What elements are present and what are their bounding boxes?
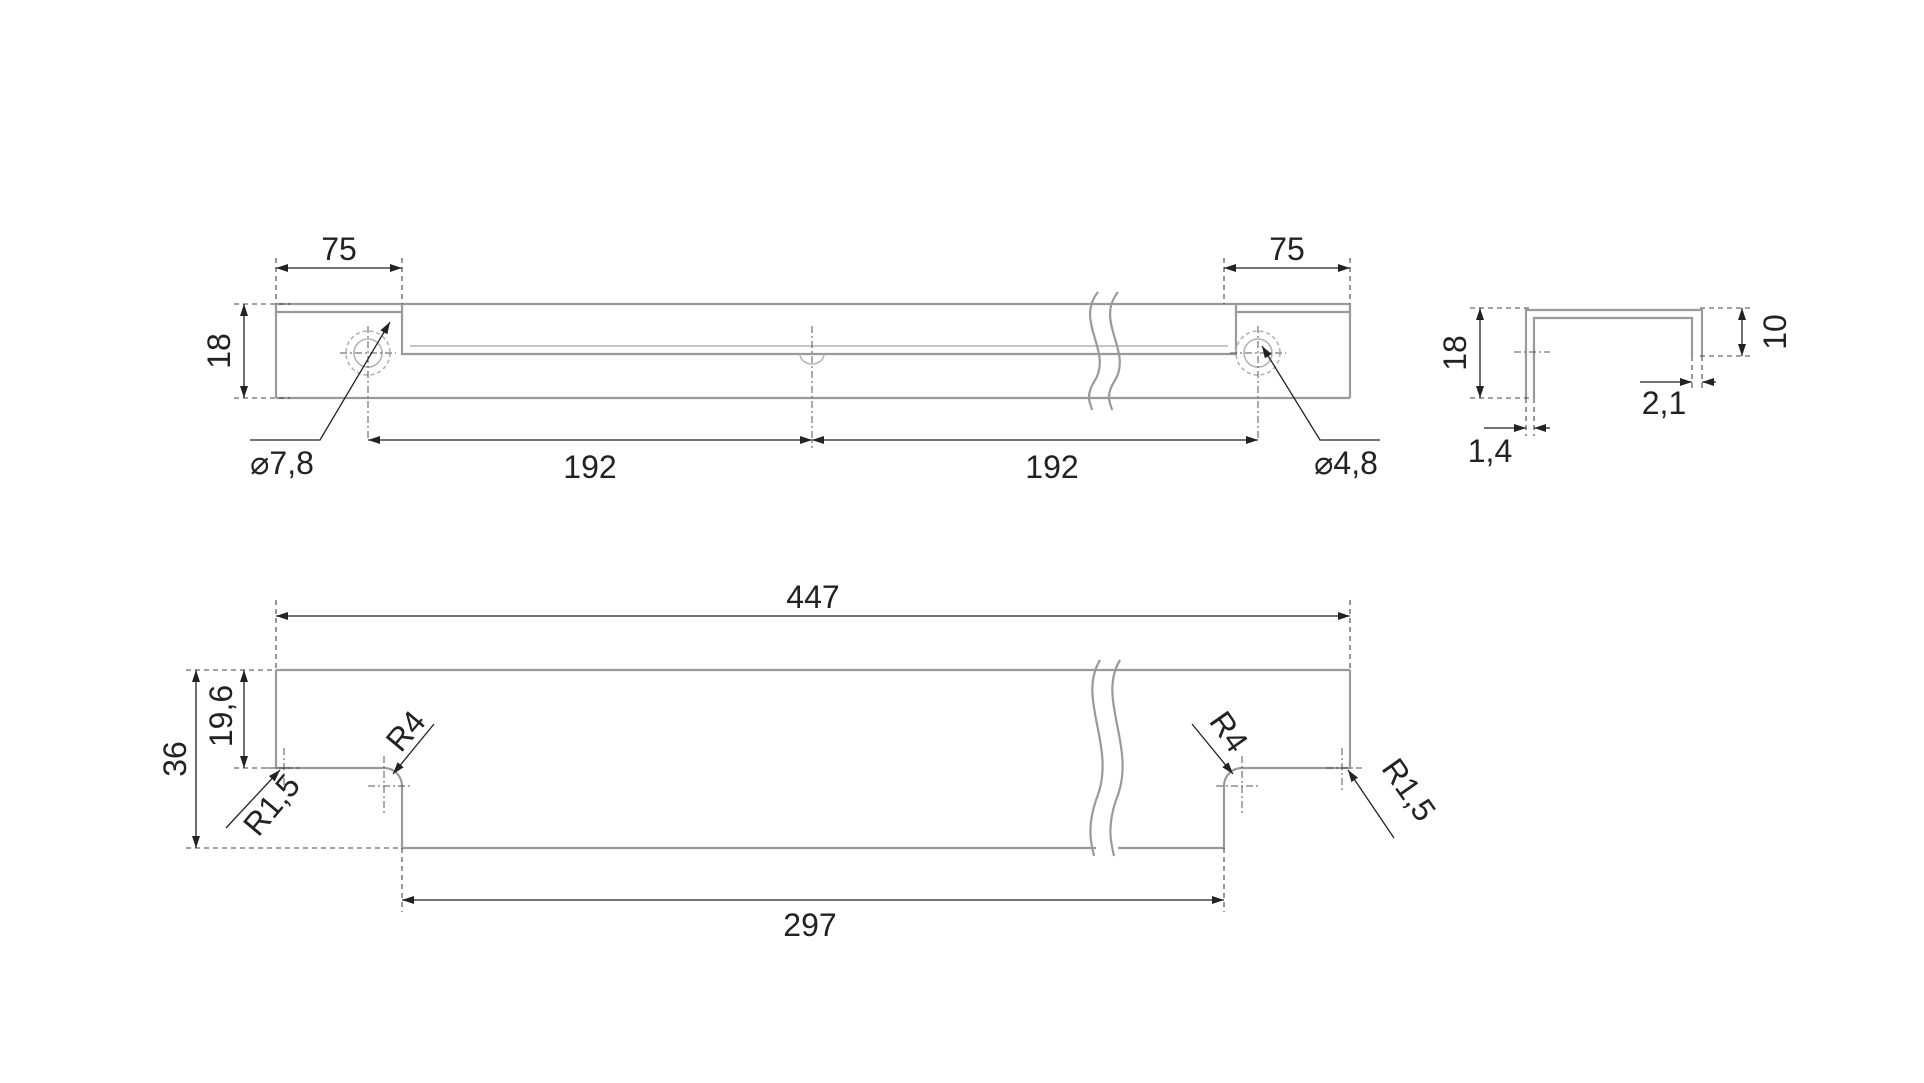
- dim-label: ⌀4,8: [1314, 445, 1378, 481]
- front-view-outline: [274, 668, 1352, 850]
- dim-label: R1,5: [1375, 752, 1443, 828]
- dim-hole-spacing-left: 192: [368, 436, 812, 485]
- dim-label: 75: [1269, 231, 1305, 267]
- dim-label: 10: [1757, 314, 1793, 350]
- dim-top-right-75: 75: [1223, 231, 1351, 304]
- hole-center: [799, 326, 825, 448]
- dim-label: 18: [201, 333, 237, 369]
- dim-label: R4: [1203, 705, 1256, 759]
- dim-radius-left-r1-5: R1,5: [225, 767, 307, 842]
- dim-hole-left-diameter: ⌀7,8: [250, 321, 391, 481]
- dim-bottom-length: 297: [401, 848, 1225, 943]
- dim-label: 18: [1437, 335, 1473, 371]
- dim-label: 19,6: [203, 685, 239, 747]
- dim-radius-left-r4: R4: [379, 704, 435, 775]
- dim-radius-right-r1-5: R1,5: [1347, 752, 1443, 839]
- dim-label: 447: [786, 579, 839, 615]
- dim-top-height-18: 18: [201, 303, 290, 399]
- dim-label: 2,1: [1642, 385, 1686, 421]
- dim-overall-height: 36: [157, 669, 402, 849]
- dim-hole-right-diameter: ⌀4,8: [1261, 345, 1380, 481]
- dim-side-height-10: 10: [1700, 307, 1793, 357]
- hole-left: [340, 326, 396, 440]
- hole-right: [1230, 326, 1286, 440]
- dim-side-height-18: 18: [1437, 307, 1530, 399]
- dim-hole-spacing-right: 192: [812, 436, 1258, 485]
- dim-label: 192: [563, 449, 616, 485]
- dim-top-left-75: 75: [275, 231, 403, 304]
- top-view-outline: [274, 291, 1352, 411]
- dim-label: 192: [1025, 449, 1078, 485]
- front-view: 447 36 19,6 R4 R1,5 R4: [157, 579, 1443, 943]
- dim-label: 36: [157, 741, 193, 777]
- top-view: 75 75 18 ⌀7,8 192 192: [201, 231, 1380, 485]
- side-view-profile: [1524, 308, 1704, 398]
- dim-label: ⌀7,8: [250, 445, 314, 481]
- dim-side-thickness-1-4: 1,4: [1468, 398, 1550, 469]
- dim-label: 1,4: [1468, 433, 1512, 469]
- dim-side-thickness-2-1: 2,1: [1640, 356, 1716, 421]
- dim-label: 75: [321, 231, 357, 267]
- dim-radius-right-r4: R4: [1191, 705, 1256, 775]
- dim-label: R4: [379, 704, 433, 758]
- dim-overall-length: 447: [275, 579, 1351, 670]
- dim-label: 297: [783, 907, 836, 943]
- dim-upper-height: 19,6: [203, 670, 290, 769]
- side-view: 18 10 2,1 1,4: [1437, 307, 1793, 469]
